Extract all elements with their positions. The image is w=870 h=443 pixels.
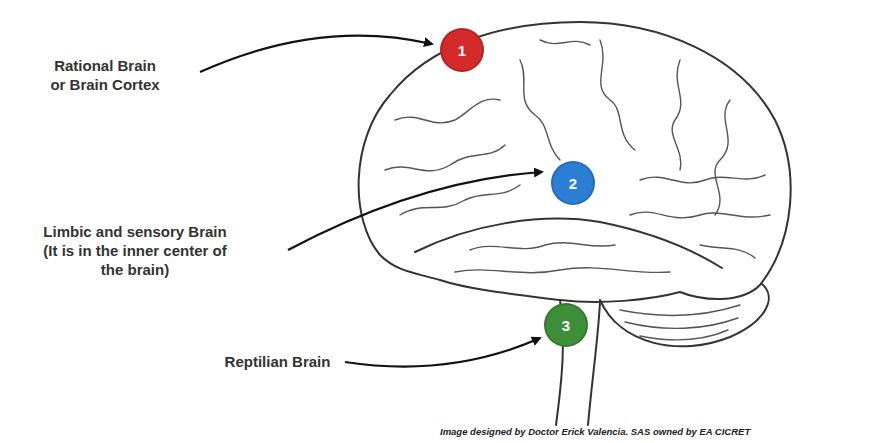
part-label-box: Reptilian Brain — [215, 352, 340, 371]
part-label-box: Limbic and sensory Brain (It is in the i… — [35, 222, 235, 279]
part-label: Rational Brain or Brain Cortex — [50, 57, 159, 93]
leader-arrow — [200, 36, 542, 367]
callout-number: 2 — [569, 175, 577, 192]
callout-circle: 3 — [544, 303, 588, 347]
callout-circle: 1 — [440, 28, 484, 72]
credit-note: Image designed by Doctor Erick Valencia.… — [440, 426, 750, 437]
part-label: Limbic and sensory Brain (It is in the i… — [43, 223, 226, 278]
part-label-box: Rational Brain or Brain Cortex — [45, 56, 165, 94]
brain-outline — [359, 22, 791, 425]
part-label: Reptilian Brain — [225, 353, 331, 370]
callout-circle: 2 — [551, 161, 595, 205]
credit-note-box: Image designed by Doctor Erick Valencia.… — [440, 426, 750, 437]
brain-folds — [385, 40, 770, 340]
callout-number: 3 — [562, 317, 570, 334]
callout-number: 1 — [458, 42, 466, 59]
